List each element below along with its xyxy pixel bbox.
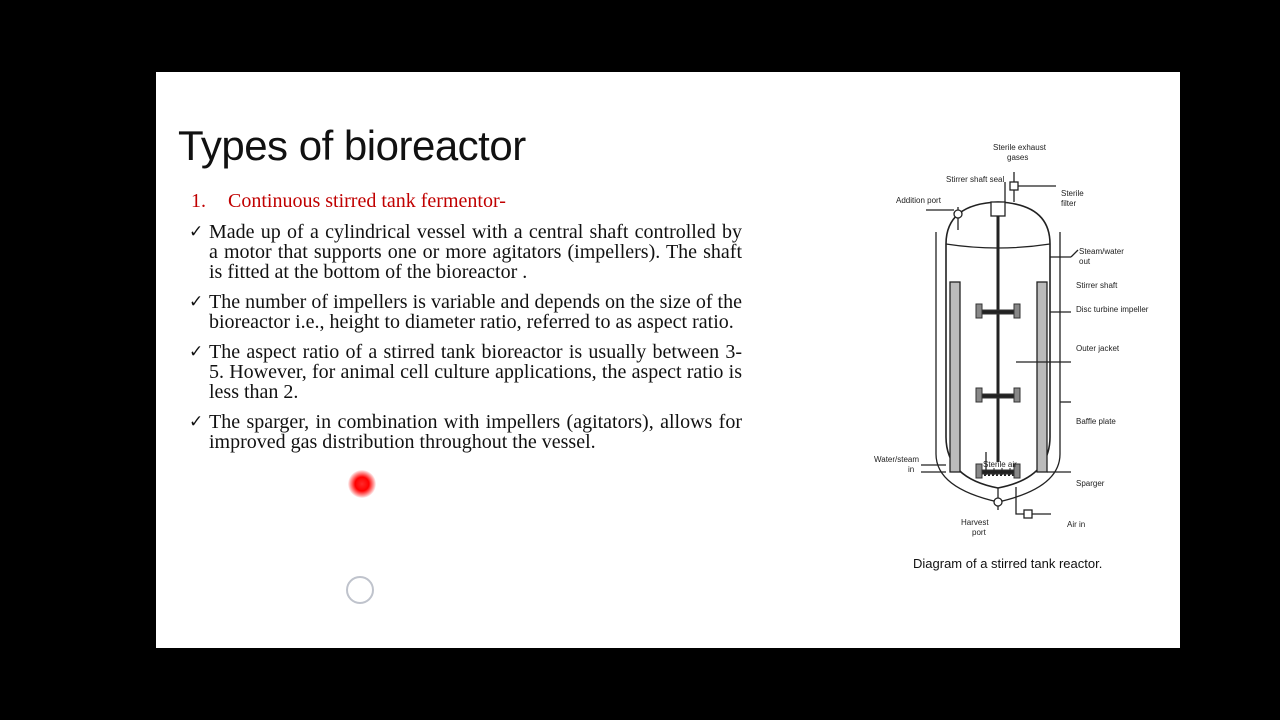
baffle-left: [949, 281, 961, 473]
section-heading: 1. Continuous stirred tank fermentor-: [191, 190, 506, 213]
checkmark-icon: ✓: [189, 342, 204, 362]
label-outer-jacket: Outer jacket: [1076, 344, 1120, 353]
label-baffle-plate: Baffle plate: [1076, 417, 1116, 426]
svg-text:port: port: [972, 528, 987, 537]
label-air-in: Air in: [1067, 520, 1085, 529]
bullet-item: ✓ Made up of a cylindrical vessel with a…: [189, 222, 742, 282]
baffle-right: [1036, 281, 1048, 473]
heading-text: Continuous stirred tank fermentor-: [228, 190, 506, 212]
slide-title: Types of bioreactor: [178, 122, 526, 169]
laser-pointer-icon: [348, 470, 376, 498]
label-sterile-exhaust: Sterile exhaust: [993, 143, 1047, 152]
bullet-list: ✓ Made up of a cylindrical vessel with a…: [189, 222, 742, 462]
impellers: [975, 303, 1021, 479]
checkmark-icon: ✓: [189, 222, 204, 242]
svg-text:in: in: [908, 465, 914, 474]
bullet-text: The sparger, in combination with impelle…: [209, 411, 742, 453]
svg-text:out: out: [1079, 257, 1091, 266]
filter-box: [1009, 181, 1019, 191]
label-sterile-filter: Sterile: [1061, 189, 1084, 198]
checkmark-icon: ✓: [189, 292, 204, 312]
svg-text:filter: filter: [1061, 199, 1076, 208]
bullet-item: ✓ The number of impellers is variable an…: [189, 292, 742, 332]
shaft-seal-box: [990, 201, 1006, 217]
diagram-caption: Diagram of a stirred tank reactor.: [913, 556, 1103, 571]
slide: Types of bioreactor 1. Continuous stirred…: [156, 72, 1180, 648]
label-disc-turbine: Disc turbine impeller: [1076, 305, 1149, 314]
reactor-illustration: Sterile exhaust gases Stirrer shaft seal…: [874, 143, 1149, 537]
label-stirrer-shaft: Stirrer shaft: [1076, 281, 1118, 290]
checkmark-icon: ✓: [189, 412, 204, 432]
bullet-text: The number of impellers is variable and …: [209, 291, 742, 333]
stirred-tank-diagram: Sterile exhaust gases Stirrer shaft seal…: [866, 132, 1156, 582]
cursor-ring-icon: [346, 576, 374, 604]
label-shaft-seal: Stirrer shaft seal: [946, 175, 1004, 184]
label-sparger: Sparger: [1076, 479, 1105, 488]
svg-text:gases: gases: [1007, 153, 1028, 162]
bullet-text: The aspect ratio of a stirred tank biore…: [209, 341, 742, 403]
label-water-in: Water/steam: [874, 455, 919, 464]
label-harvest-port: Harvest: [961, 518, 989, 527]
label-steam-out: Steam/water: [1079, 247, 1124, 256]
inner-vessel: [945, 201, 1051, 489]
bullet-text: Made up of a cylindrical vessel with a c…: [209, 221, 742, 283]
bullet-item: ✓ The sparger, in combination with impel…: [189, 412, 742, 452]
bullet-item: ✓ The aspect ratio of a stirred tank bio…: [189, 342, 742, 402]
label-sterile-air: Sterile air: [983, 460, 1017, 469]
label-addition-port: Addition port: [896, 196, 942, 205]
heading-number: 1.: [191, 190, 206, 212]
